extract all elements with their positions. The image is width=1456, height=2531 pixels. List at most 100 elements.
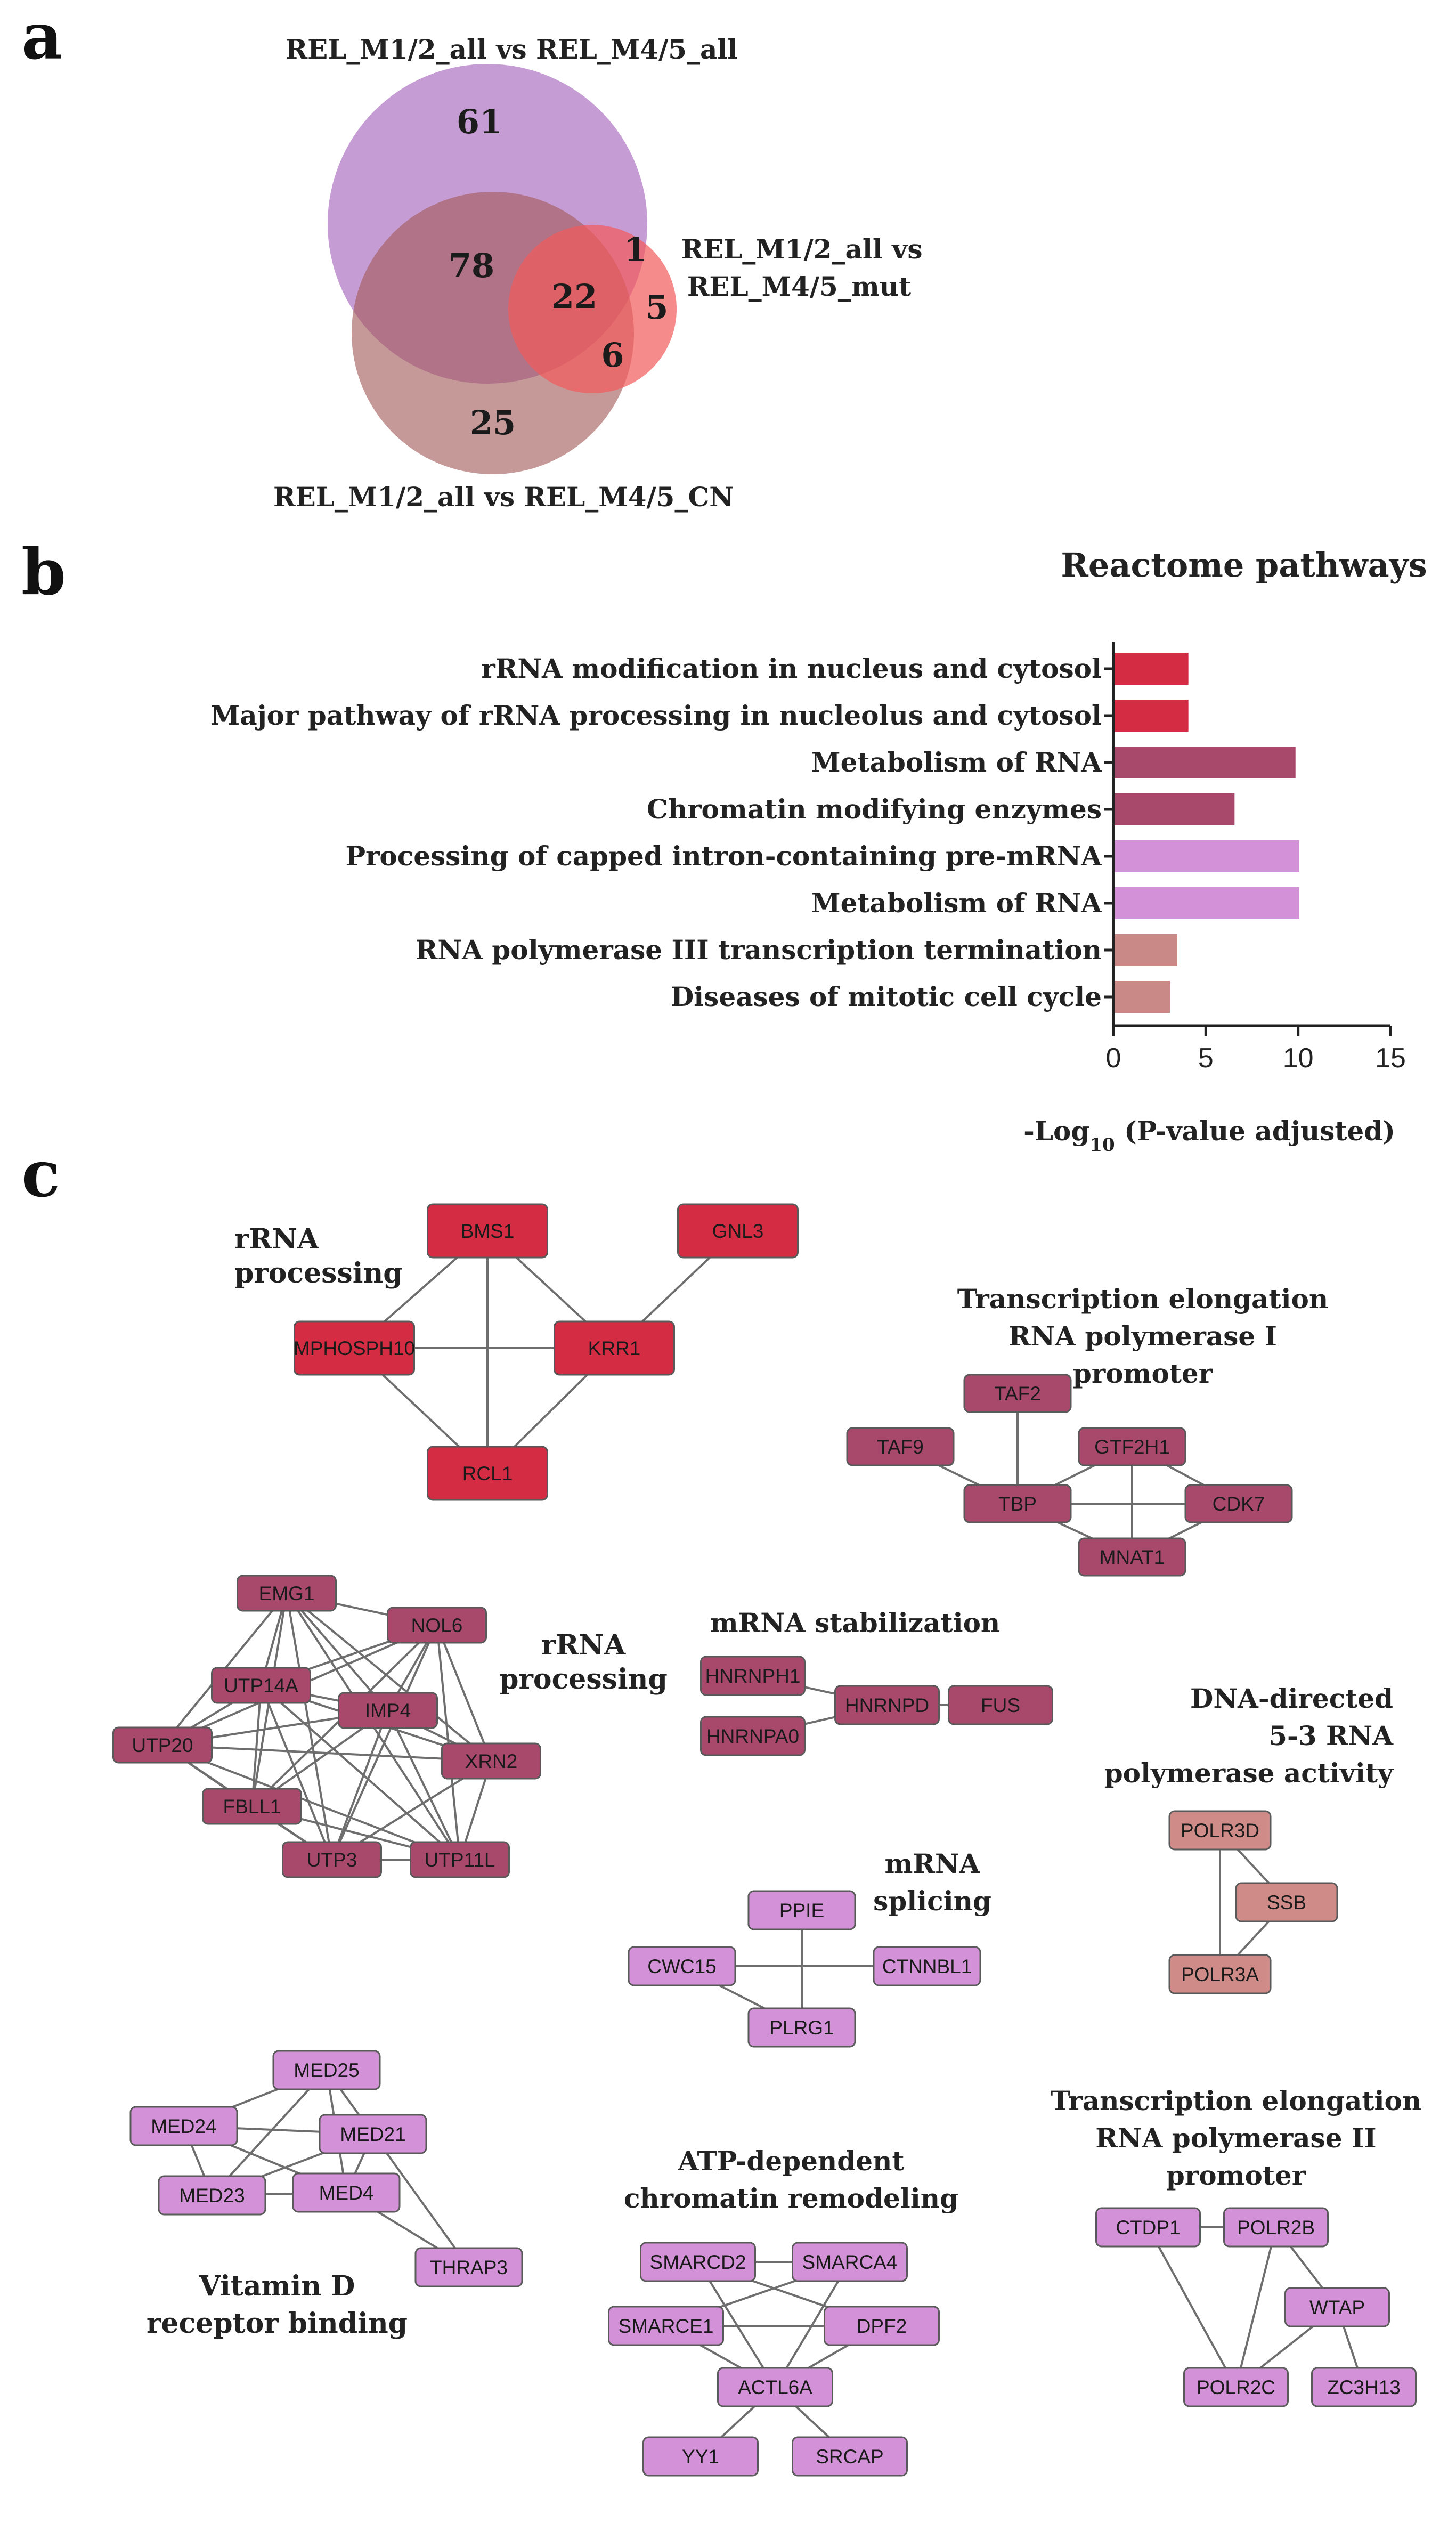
node-ctdp1[interactable]: CTDP1 [1095, 2207, 1201, 2248]
node-label: POLR2B [1237, 2217, 1315, 2238]
node-box [700, 1716, 806, 1756]
node-med4[interactable]: MED4 [292, 2172, 401, 2213]
venn-count-all-cn: 78 [449, 246, 494, 285]
venn-count-cn-mut: 6 [601, 336, 624, 375]
cluster-title-mrnasplice-line1: mRNA [885, 1848, 981, 1879]
node-polr2b[interactable]: POLR2B [1223, 2207, 1329, 2248]
node-box [1078, 1537, 1186, 1577]
node-utp20[interactable]: UTP20 [112, 1726, 213, 1764]
panel-letter-c: c [21, 1137, 60, 1212]
node-hnrnpa0[interactable]: HNRNPA0 [700, 1716, 806, 1756]
venn-count-all-cn-mut: 22 [551, 277, 597, 316]
node-polr3a[interactable]: POLR3A [1168, 1954, 1272, 1994]
node-box [282, 1841, 382, 1878]
node-mphosph10[interactable]: MPHOSPH10 [294, 1320, 415, 1376]
node-nol6[interactable]: NOL6 [387, 1607, 487, 1644]
cluster-title-atp-line1: ATP-dependent [678, 2145, 905, 2177]
node-taf2[interactable]: TAF2 [963, 1374, 1072, 1413]
node-smarcd2[interactable]: SMARCD2 [640, 2242, 756, 2282]
node-zc3h13[interactable]: ZC3H13 [1311, 2367, 1417, 2407]
cluster-title-rrna1-line1: rRNA [234, 1223, 319, 1255]
node-plrg1[interactable]: PLRG1 [747, 2007, 856, 2048]
node-box [792, 2436, 908, 2477]
venn-count-all-only: 61 [457, 102, 502, 141]
node-smarce1[interactable]: SMARCE1 [608, 2306, 724, 2346]
node-actl6a[interactable]: ACTL6A [717, 2367, 833, 2407]
node-label: MED4 [319, 2182, 374, 2204]
node-fbll1[interactable]: FBLL1 [202, 1788, 302, 1825]
node-label: DPF2 [857, 2315, 907, 2337]
bar-category-label-5: Processing of capped intron-containing p… [345, 840, 1102, 872]
node-label: FBLL1 [223, 1796, 281, 1818]
bar-category-label-4: Chromatin modifying enzymes [647, 793, 1102, 825]
x-tick-label-5: 5 [1198, 1043, 1214, 1074]
node-gnl3[interactable]: GNL3 [677, 1203, 799, 1259]
x-axis-label-prefix: -Log [1023, 1115, 1089, 1147]
x-tick-label-10: 10 [1283, 1043, 1314, 1074]
node-med23[interactable]: MED23 [158, 2175, 266, 2216]
node-label: POLR3A [1181, 1964, 1259, 1985]
node-bms1[interactable]: BMS1 [427, 1203, 548, 1259]
node-emg1[interactable]: EMG1 [237, 1575, 337, 1612]
node-med24[interactable]: MED24 [129, 2106, 238, 2146]
node-label: BMS1 [461, 1220, 515, 1242]
node-label: SRCAP [816, 2446, 883, 2468]
node-fus[interactable]: FUS [948, 1685, 1053, 1725]
node-xrn2[interactable]: XRN2 [441, 1742, 541, 1780]
node-ctnnbl1[interactable]: CTNNBL1 [873, 1946, 981, 1986]
node-hnrnpd[interactable]: HNRNPD [834, 1685, 940, 1725]
node-box [202, 1788, 302, 1825]
node-ppie[interactable]: PPIE [747, 1890, 856, 1930]
node-rcl1[interactable]: RCL1 [427, 1446, 548, 1501]
bar-category-label-8: Diseases of mitotic cell cycle [671, 981, 1102, 1012]
node-box [792, 2242, 908, 2282]
node-utp11l[interactable]: UTP11L [410, 1841, 510, 1878]
node-label: ACTL6A [738, 2376, 812, 2398]
node-label: SMARCD2 [650, 2251, 746, 2273]
node-label: FUS [981, 1694, 1020, 1716]
cluster-title-vitd-line2: receptor binding [147, 2307, 408, 2340]
bar-category-label-6: Metabolism of RNA [811, 887, 1102, 919]
node-thrap3[interactable]: THRAP3 [414, 2247, 523, 2287]
node-ssb[interactable]: SSB [1235, 1882, 1338, 1922]
x-axis-label-subscript: 10 [1089, 1134, 1115, 1156]
node-mnat1[interactable]: MNAT1 [1078, 1537, 1186, 1577]
node-yy1[interactable]: YY1 [642, 2436, 759, 2477]
node-med25[interactable]: MED25 [272, 2050, 381, 2090]
bar-category-label-3: Metabolism of RNA [811, 747, 1102, 778]
node-box [1168, 1810, 1272, 1851]
node-imp4[interactable]: IMP4 [338, 1692, 438, 1729]
venn-diagram: REL_M1/2_all vs REL_M4/5_all REL_M1/2_al… [273, 34, 922, 513]
node-cwc15[interactable]: CWC15 [628, 1946, 736, 1986]
node-taf9[interactable]: TAF9 [846, 1427, 955, 1466]
node-dpf2[interactable]: DPF2 [824, 2306, 940, 2346]
node-label: THRAP3 [430, 2257, 508, 2278]
node-srcap[interactable]: SRCAP [792, 2436, 908, 2477]
node-wtap[interactable]: WTAP [1284, 2287, 1390, 2327]
node-box [158, 2175, 266, 2216]
bar-1 [1115, 653, 1189, 685]
node-tbp[interactable]: TBP [963, 1484, 1072, 1523]
node-gtf2h1[interactable]: GTF2H1 [1078, 1427, 1186, 1466]
node-smarca4[interactable]: SMARCA4 [792, 2242, 908, 2282]
node-box [554, 1320, 675, 1376]
node-hnrnph1[interactable]: HNRNPH1 [700, 1656, 806, 1696]
node-label: MED23 [179, 2185, 245, 2206]
node-box [387, 1607, 487, 1644]
node-utp3[interactable]: UTP3 [282, 1841, 382, 1878]
node-polr3d[interactable]: POLR3D [1168, 1810, 1272, 1851]
node-box [1168, 1954, 1272, 1994]
node-label: HNRNPA0 [706, 1725, 799, 1747]
node-utp14a[interactable]: UTP14A [211, 1667, 311, 1704]
node-box [237, 1575, 337, 1612]
bar-3 [1115, 747, 1296, 778]
node-polr2c[interactable]: POLR2C [1183, 2367, 1289, 2407]
node-med21[interactable]: MED21 [319, 2114, 427, 2154]
node-krr1[interactable]: KRR1 [554, 1320, 675, 1376]
venn-count-all-mut: 1 [624, 230, 647, 269]
node-cdk7[interactable]: CDK7 [1184, 1484, 1293, 1523]
bar-6 [1115, 887, 1299, 919]
